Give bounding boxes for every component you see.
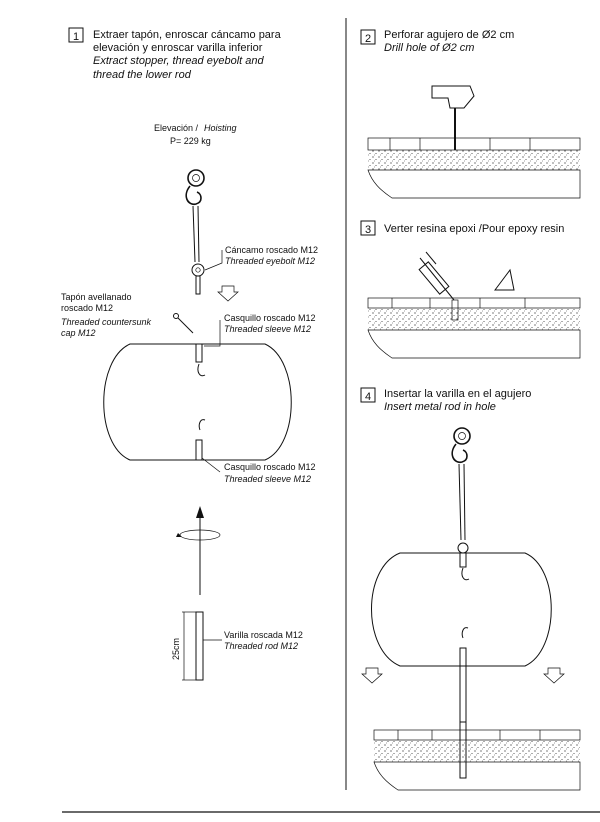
hook-icon — [185, 185, 202, 206]
lifting-hook-assembly-step-4 — [451, 427, 471, 554]
sleeve-bottom-icon — [195, 439, 203, 461]
step-1-number-box — [68, 27, 84, 43]
step-1-text-es-2: elevación y enroscar varilla inferior — [93, 42, 263, 54]
step-2-number-box — [360, 29, 376, 45]
down-arrow-icon — [217, 285, 239, 302]
step-4-number-box — [360, 387, 376, 403]
step-2-text-en: Drill hole of Ø2 cm — [384, 42, 474, 54]
step-3-heading: 3 Verter resina epoxi /Pour epoxy resin — [360, 220, 564, 236]
sleeve-top-label-es: Casquillo roscado M12 — [224, 313, 316, 323]
step-2-text-es: Perforar agujero de Ø2 cm — [384, 29, 514, 41]
hook-icon-step-4 — [451, 443, 468, 464]
floor-section-step-2 — [367, 137, 581, 199]
hoisting-label: Elevación / Hoisting P= 229 kg — [154, 123, 237, 146]
eyebolt-label-en: Threaded eyebolt M12 — [225, 256, 315, 266]
planter-body-step-4 — [371, 552, 552, 723]
step-4-heading: 4 Insertar la varilla en el agujero Inse… — [360, 387, 531, 413]
countersunk-cap-icon — [173, 313, 194, 334]
rod-label-es: Varilla roscada M12 — [224, 630, 303, 640]
hoisting-weight: P= 229 kg — [170, 136, 211, 146]
step-1-text-es-1: Extraer tapón, enroscar cáncamo para — [93, 29, 282, 41]
epoxy-syringe-icon — [418, 251, 455, 301]
cap-label-en-1: Threaded countersunk — [61, 317, 152, 327]
planter-body-step-1 — [103, 343, 292, 461]
eyebolt-label-es: Cáncamo roscado M12 — [225, 245, 318, 255]
step-1-number: 1 — [73, 31, 79, 43]
sleeve-top-icon — [195, 343, 203, 363]
step-1-text-en-2: thread the lower rod — [93, 69, 192, 81]
step-1-heading: 1 Extraer tapón, enroscar cáncamo para e… — [68, 27, 282, 81]
cap-label-en-2: cap M12 — [61, 328, 96, 338]
floor-section-step-3 — [367, 297, 581, 359]
cap-label-es-2: roscado M12 — [61, 303, 113, 313]
step-4-number: 4 — [365, 391, 371, 403]
step-2-heading: 2 Perforar agujero de Ø2 cm Drill hole o… — [360, 29, 514, 54]
down-arrow-right-icon — [543, 667, 565, 684]
sleeve-bottom-label-en: Threaded sleeve M12 — [224, 474, 311, 484]
sleeve-top-label-en: Threaded sleeve M12 — [224, 324, 311, 334]
step-4-text-es: Insertar la varilla en el agujero — [384, 388, 531, 400]
hoisting-es: Elevación / — [154, 123, 199, 133]
rod-label-en: Threaded rod M12 — [224, 641, 298, 651]
rod-length-label: 25cm — [171, 638, 181, 660]
step-3-text: Verter resina epoxi /Pour epoxy resin — [384, 223, 564, 235]
hoisting-en: Hoisting — [204, 123, 237, 133]
rotation-arrow-icon — [176, 506, 221, 595]
down-arrow-left-icon — [361, 667, 383, 684]
lifting-ring-icon-step-4 — [453, 427, 471, 445]
step-1-text-en-1: Extract stopper, thread eyebolt and — [93, 55, 264, 67]
step-2-number: 2 — [365, 33, 371, 45]
lifting-hook-assembly — [185, 169, 205, 295]
sleeve-bottom-label-es: Casquillo roscado M12 — [224, 462, 316, 472]
eyebolt-ring-icon — [191, 263, 205, 277]
step-4-text-en: Insert metal rod in hole — [384, 401, 496, 413]
trowel-icon — [494, 268, 515, 291]
threaded-rod-icon — [182, 611, 204, 681]
cap-label-es-1: Tapón avellanado — [61, 292, 132, 302]
step-3-number-box — [360, 220, 376, 236]
threaded-rod-icon-step-4 — [459, 665, 467, 723]
step-3-number: 3 — [365, 224, 371, 236]
drill-icon — [431, 85, 475, 150]
lifting-ring-icon — [187, 169, 205, 187]
floor-section-step-4 — [373, 721, 581, 791]
